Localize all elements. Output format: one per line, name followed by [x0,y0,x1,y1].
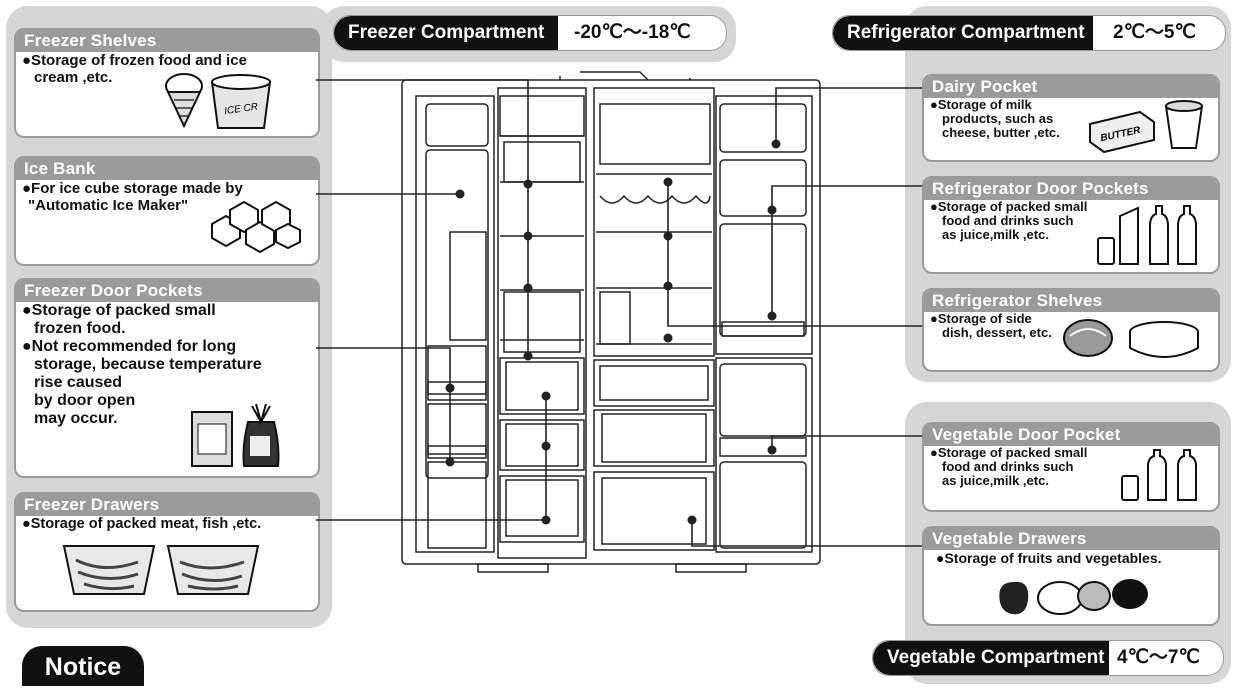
fruits-vegetables-picture [999,579,1148,615]
freezer-compartment-label: Freezer Compartment [334,16,558,50]
vegetable-compartment-temp: 4℃～7℃ [1117,647,1200,668]
butter-and-yogurt-picture: BUTTER [1089,100,1204,154]
card-line: ●Storage of packed meat, fish ,etc. [22,516,262,532]
card-line: rise caused [34,374,123,391]
notice-label: Notice [22,646,144,686]
card-line: storage, because temperature [34,356,262,373]
card-line: ●Storage of packed small [930,199,1088,214]
ice-cubes-picture [211,200,301,254]
card-line: ●Storage of packed small [22,302,216,319]
card-line: ●Storage of frozen food and ice [22,52,247,69]
card-line: by door open [34,392,136,409]
card-title: Freezer Shelves [16,30,318,52]
refrigerator-compartment-label: Refrigerator Compartment [833,16,1093,50]
card-dairy-pocket: Dairy Pocket ●Storage of milk products, … [922,74,1220,162]
card-line: cheese, butter ,etc. [942,125,1060,140]
refrigerator-compartment-pill: Refrigerator Compartment 2℃～5℃ [832,15,1226,51]
freezer-compartment-temp: -20℃～-18℃ [574,22,691,43]
card-line: ●Storage of packed small [930,445,1088,460]
meat-trays-picture [62,545,260,595]
card-line: ●Not recommended for long [22,338,237,355]
vegetable-compartment-label: Vegetable Compartment [873,641,1109,675]
card-title: Freezer Drawers [16,494,318,516]
card-line: "Automatic Ice Maker" [28,197,189,214]
vegetable-door-bottles-picture [1121,449,1197,501]
card-line: frozen food. [34,320,126,337]
vegetable-compartment-pill: Vegetable Compartment 4℃～7℃ [872,640,1224,676]
card-title: Refrigerator Door Pockets [924,178,1218,200]
card-line: ●Storage of side [930,311,1032,326]
frozen-food-bags-picture [191,403,280,467]
card-title: Refrigerator Shelves [924,290,1218,312]
card-title: Vegetable Door Pocket [924,424,1218,446]
card-line: ●Storage of milk [930,97,1032,112]
side-dish-containers-picture [1063,319,1199,358]
ice-cream-tub-label: ICE CR [224,102,259,118]
refrigerator-compartment-temp: 2℃～5℃ [1113,22,1196,43]
card-line: ●For ice cube storage made by [22,180,243,197]
card-line: as juice,milk ,etc. [942,473,1049,488]
juice-bottles-picture [1097,205,1197,265]
card-vegetable-drawers: Vegetable Drawers ●Storage of fruits and… [922,526,1220,626]
card-vegetable-door-pocket: Vegetable Door Pocket ●Storage of packed… [922,422,1220,512]
card-title: Dairy Pocket [924,76,1218,98]
card-line: cream ,etc. [34,69,113,86]
card-line: as juice,milk ,etc. [942,227,1049,242]
card-line: dish, dessert, etc. [942,325,1052,340]
card-line: food and drinks such [942,459,1074,474]
card-title: Ice Bank [16,158,318,180]
card-line: products, such as [942,111,1054,126]
card-title: Vegetable Drawers [924,528,1218,550]
card-line: food and drinks such [942,213,1074,228]
card-title: Freezer Door Pockets [16,280,318,302]
card-refrigerator-door-pockets: Refrigerator Door Pockets ●Storage of pa… [922,176,1220,274]
card-line: ●Storage of fruits and vegetables. [936,550,1162,566]
card-line: may occur. [34,410,118,427]
ice-cream-picture: ICE CR [165,73,272,129]
freezer-compartment-pill: Freezer Compartment -20℃～-18℃ [333,15,727,51]
